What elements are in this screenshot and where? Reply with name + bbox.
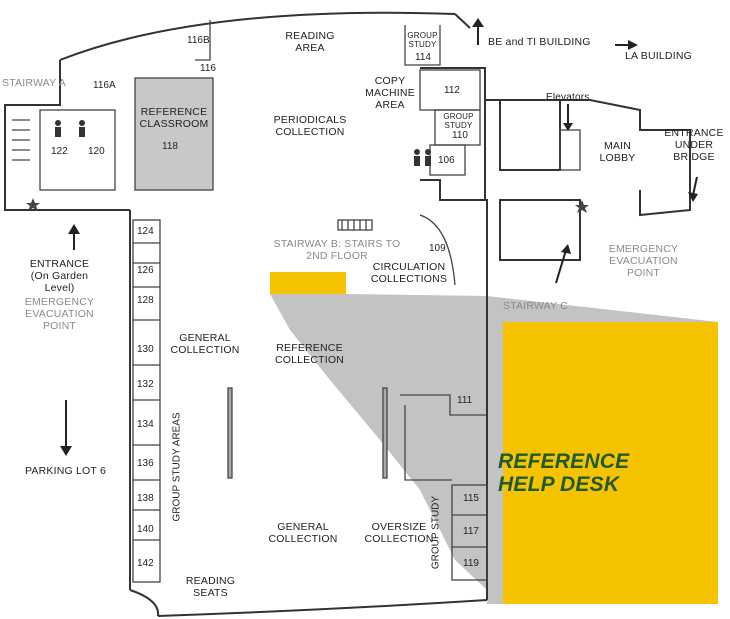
room-142: 142 xyxy=(137,558,154,569)
elevators-label: Elevators xyxy=(546,92,590,103)
west-wing-wall xyxy=(4,60,130,211)
reference-classroom xyxy=(134,77,214,191)
room-136: 136 xyxy=(137,458,154,469)
help-desk-location-marker xyxy=(270,272,346,294)
parking-lot-label: PARKING LOT 6 xyxy=(25,465,106,477)
room-124: 124 xyxy=(137,226,154,237)
reference-help-desk-title: REFERENCE HELP DESK xyxy=(498,450,629,496)
room-122: 122 xyxy=(51,146,68,157)
evac-star-right xyxy=(575,200,589,213)
south-curved-wall xyxy=(157,599,488,617)
room-138: 138 xyxy=(137,493,154,504)
callout-line-1: REFERENCE xyxy=(498,450,630,473)
room-116: 116 xyxy=(200,63,216,74)
stairway-a-label: STAIRWAY A xyxy=(2,77,66,89)
room-140: 140 xyxy=(137,524,154,535)
callout-line-2: HELP DESK xyxy=(498,473,620,496)
room-134: 134 xyxy=(137,419,154,430)
room-109: 109 xyxy=(429,243,446,254)
room-117: 117 xyxy=(463,526,479,537)
room-114: 114 xyxy=(415,52,431,63)
be-ti-building-label: BE and TI BUILDING xyxy=(488,36,591,48)
group-study-areas-label: GROUP STUDY AREAS xyxy=(171,412,183,522)
room-120: 120 xyxy=(88,146,105,157)
la-building-label: LA BUILDING xyxy=(625,50,692,62)
room-116a: 116A xyxy=(93,80,116,91)
north-curved-wall xyxy=(59,11,456,61)
room-110: 110 xyxy=(452,130,468,141)
room-130: 130 xyxy=(137,344,154,355)
room-111: 111 xyxy=(457,395,473,406)
room-128: 128 xyxy=(137,295,154,306)
room-119: 119 xyxy=(463,558,479,569)
room-126: 126 xyxy=(137,265,154,276)
room-106: 106 xyxy=(438,155,455,166)
room-118: 118 xyxy=(162,141,178,152)
reference-help-desk-callout-box xyxy=(503,322,718,604)
room-112: 112 xyxy=(444,85,460,96)
room-116b: 116B xyxy=(187,35,210,46)
evac-star-left xyxy=(26,198,40,211)
stairway-c-label: STAIRWAY C xyxy=(503,300,569,312)
room-115: 115 xyxy=(463,493,479,504)
room-132: 132 xyxy=(137,379,154,390)
